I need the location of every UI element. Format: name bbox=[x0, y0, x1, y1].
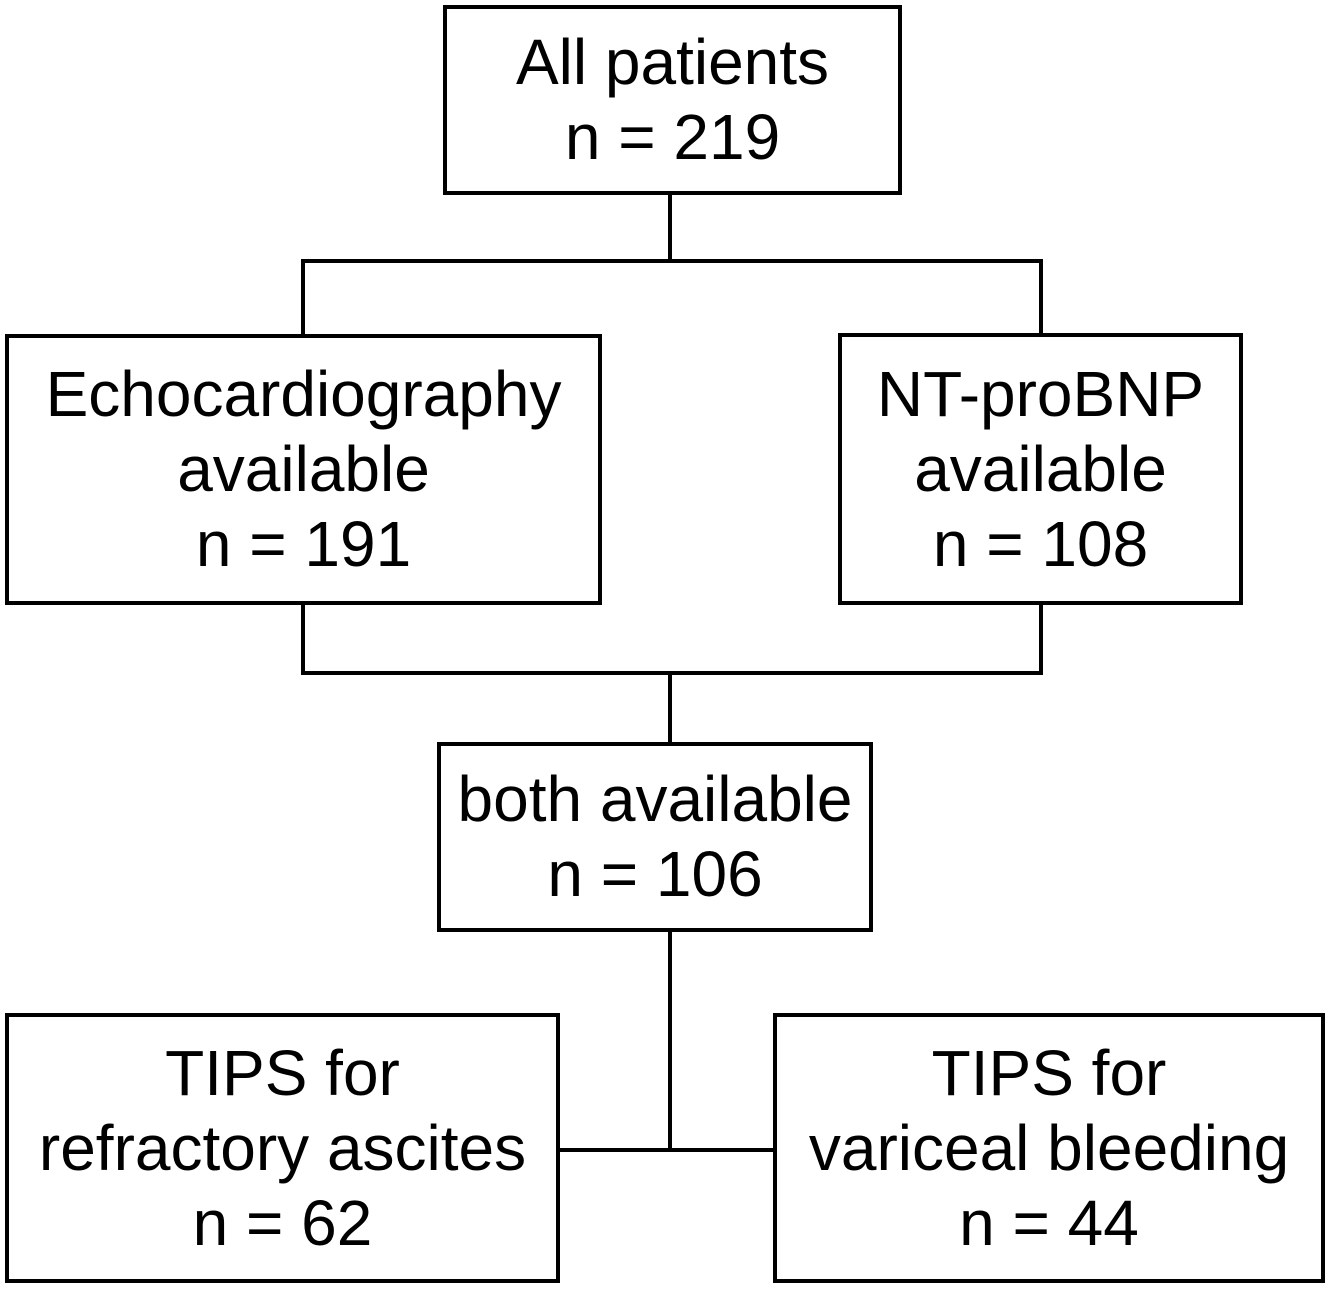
node-both-available: both available n = 106 bbox=[437, 742, 873, 932]
node-label: available bbox=[177, 433, 430, 505]
node-label: TIPS for bbox=[931, 1036, 1167, 1109]
node-count: n = 191 bbox=[195, 508, 412, 580]
node-label: Echocardiography bbox=[45, 358, 562, 430]
edge-down-to-ntprobnp bbox=[1039, 259, 1043, 333]
edge-allpatients-down bbox=[668, 195, 672, 263]
edge-echo-down bbox=[301, 605, 305, 675]
node-label: available bbox=[914, 432, 1167, 505]
node-tips-variceal-bleeding: TIPS for variceal bleeding n = 44 bbox=[773, 1013, 1325, 1283]
node-label: TIPS for bbox=[165, 1036, 400, 1109]
node-count: n = 62 bbox=[192, 1186, 373, 1259]
node-label: NT-proBNP bbox=[876, 357, 1205, 430]
node-all-patients: All patients n = 219 bbox=[443, 5, 902, 195]
node-tips-refractory-ascites: TIPS for refractory ascites n = 62 bbox=[5, 1013, 560, 1283]
edge-both-down bbox=[668, 932, 672, 1152]
node-count: n = 44 bbox=[959, 1186, 1139, 1259]
edge-down-to-both bbox=[668, 671, 672, 742]
edge-ntprobnp-down bbox=[1039, 605, 1043, 675]
node-label: refractory ascites bbox=[38, 1111, 527, 1184]
node-count: n = 108 bbox=[932, 507, 1149, 580]
edge-down-to-echo bbox=[301, 259, 305, 334]
node-count: n = 106 bbox=[547, 838, 763, 910]
edge-split-top-horizontal bbox=[301, 259, 1043, 263]
node-count: n = 219 bbox=[564, 101, 781, 173]
edge-merge-horizontal bbox=[301, 671, 1043, 675]
edge-split-bottom-horizontal bbox=[560, 1148, 773, 1152]
node-label: both available bbox=[457, 763, 853, 835]
node-label: All patients bbox=[515, 26, 830, 98]
node-echocardiography-available: Echocardiography available n = 191 bbox=[5, 334, 602, 605]
node-label: variceal bleeding bbox=[808, 1111, 1290, 1184]
node-ntprobnp-available: NT-proBNP available n = 108 bbox=[838, 333, 1243, 605]
